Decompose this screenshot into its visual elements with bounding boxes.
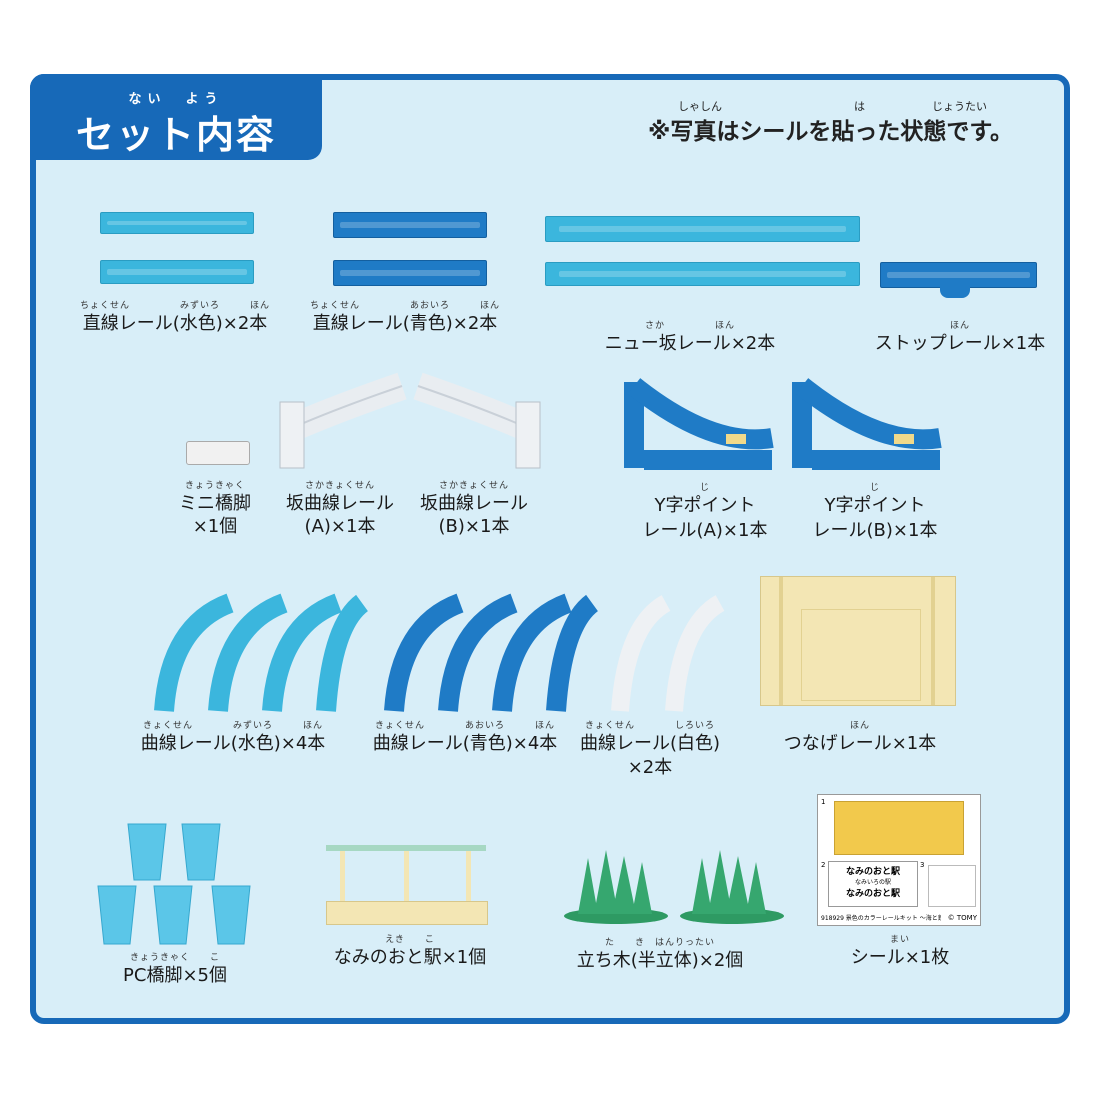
label-curve-white: きょくせん しろいろ曲線レール(白色) xyxy=(579,721,721,754)
pc-piers xyxy=(97,823,251,945)
label-trees: た き はんりったい立ち木(半立体)×2個 xyxy=(576,938,744,971)
label-y-point-a-2: レール(A)×1本 xyxy=(642,520,768,541)
label-mini-pier: きょうきゃくミニ橋脚 xyxy=(179,481,251,514)
label-sticker: まいシール×1枚 xyxy=(850,935,950,968)
slope-curve-a xyxy=(279,372,407,469)
straight-rail-dark-1 xyxy=(333,212,487,238)
page-title: セット内容 xyxy=(75,113,276,157)
curve-rails-light xyxy=(154,593,369,712)
label-slope-curve-a-2: (A)×1本 xyxy=(304,516,376,537)
slope-rail-1 xyxy=(545,216,860,242)
y-point-rail-b xyxy=(792,378,942,470)
note-ruby-2: は xyxy=(854,100,865,113)
sticker-num-2: 2 xyxy=(821,861,826,869)
label-curve-light: きょくせん みずいろ ほん曲線レール(水色)×4本 xyxy=(140,721,326,754)
trees-half-relief xyxy=(564,850,784,924)
note-ruby-1: しゃしん xyxy=(678,100,722,113)
curve-rails-white xyxy=(611,595,725,712)
label-curve-white-2: ×2本 xyxy=(627,757,673,778)
straight-rail-light-2 xyxy=(100,260,254,284)
sticker-sub-1: なみいろの駅 xyxy=(854,879,891,886)
y-point-rail-a xyxy=(624,378,774,470)
label-slope-curve-b: さかきょくせん坂曲線レール xyxy=(420,481,528,514)
sticker-small-signs xyxy=(928,865,976,907)
title-ruby: ない よう xyxy=(128,92,224,107)
photo-note: ※写真はシールを貼った状態です。 xyxy=(648,119,1014,145)
sticker-brand: © TOMY xyxy=(947,914,977,922)
label-station: えき こなみのおと駅×1個 xyxy=(333,935,487,968)
label-straight-light: ちょくせん みずいろ ほん直線レール(水色)×2本 xyxy=(79,301,270,334)
label-slope-curve-b-2: (B)×1本 xyxy=(438,516,510,537)
label-straight-dark: ちょくせん あおいろ ほん直線レール(青色)×2本 xyxy=(309,301,500,334)
sticker-num-1: 1 xyxy=(821,798,826,806)
curve-rails-dark xyxy=(384,593,599,712)
mini-pier xyxy=(186,441,250,465)
note-ruby-3: じょうたい xyxy=(932,100,987,113)
label-stop-rail: ほんストップレール×1本 xyxy=(874,321,1046,354)
title-tab: ない よう セット内容 xyxy=(30,74,322,160)
label-connect-rail: ほんつなげレール×1本 xyxy=(783,721,937,754)
slope-curve-b xyxy=(413,372,541,469)
label-curve-dark: きょくせん あおいろ ほん曲線レール(青色)×4本 xyxy=(372,721,558,754)
straight-rail-dark-2 xyxy=(333,260,487,286)
station-namino-oto xyxy=(326,845,488,925)
sticker-station-name-1: なみのおと駅 xyxy=(845,867,900,877)
label-y-point-b-2: レール(B)×1本 xyxy=(812,520,938,541)
stop-rail-bumper xyxy=(940,284,970,298)
sticker-footer: 918929 景色のカラーレールキット 〜海と鉄道〜 xyxy=(821,915,941,922)
label-mini-pier-2: ×1個 xyxy=(192,516,238,537)
sticker-num-3: 3 xyxy=(920,861,925,869)
connect-rail xyxy=(760,576,956,706)
label-slope-curve-a: さかきょくせん坂曲線レール xyxy=(286,481,394,514)
slope-rail-2 xyxy=(545,262,860,286)
sticker-wall xyxy=(834,801,964,855)
sticker-station-name-2: なみのおと駅 xyxy=(845,889,900,899)
straight-rail-light-1 xyxy=(100,212,254,234)
sticker-sheet: 1 2 なみのおと駅 なみいろの駅 なみのおと駅 3 918929 景色のカラー… xyxy=(817,794,981,926)
label-slope-rail: さか ほんニュー坂レール×2本 xyxy=(604,321,776,354)
sticker-station-signs: なみのおと駅 なみいろの駅 なみのおと駅 xyxy=(828,861,918,907)
